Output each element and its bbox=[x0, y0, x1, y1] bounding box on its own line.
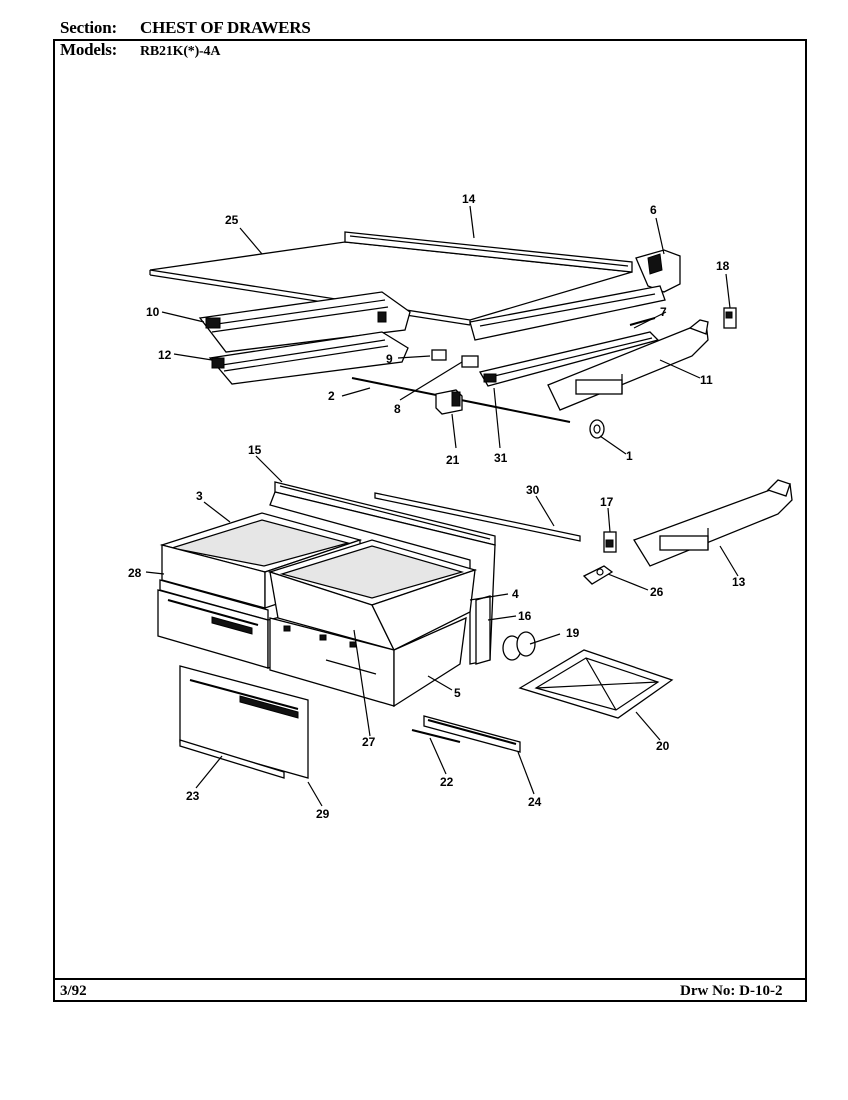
right-lower-slide-rail bbox=[633, 479, 793, 567]
rear-trim-strip bbox=[344, 231, 633, 273]
center-slide-rail bbox=[479, 331, 660, 387]
left-upper-slide-rail bbox=[198, 291, 411, 353]
section-label: Section: bbox=[60, 18, 117, 37]
callout-9: 9 bbox=[386, 352, 393, 366]
callout-1: 1 bbox=[626, 449, 633, 463]
leader-lines bbox=[145, 205, 739, 807]
callout-6: 6 bbox=[650, 203, 657, 217]
support-bracket bbox=[461, 355, 479, 368]
small-strip bbox=[411, 729, 461, 743]
callout-26: 26 bbox=[650, 585, 664, 599]
models-label: Models: bbox=[60, 40, 118, 59]
left-lower-slide-rail bbox=[208, 331, 409, 385]
callout-11: 11 bbox=[700, 373, 713, 387]
callout-31: 31 bbox=[494, 451, 508, 465]
footer-divider bbox=[53, 978, 807, 980]
top-clip bbox=[723, 307, 737, 329]
drawing-number: Drw No: D-10-2 bbox=[680, 983, 783, 999]
callout-29: 29 bbox=[316, 807, 330, 821]
callout-30: 30 bbox=[526, 483, 540, 497]
divider-clips bbox=[502, 631, 536, 661]
callout-18: 18 bbox=[716, 259, 730, 273]
callout-25: 25 bbox=[225, 213, 239, 227]
bottom-tray bbox=[518, 649, 674, 719]
callout-12: 12 bbox=[158, 348, 172, 362]
callout-labels: 25 14 6 18 10 12 9 2 8 7 11 21 31 1 15 3… bbox=[128, 192, 746, 821]
callout-4: 4 bbox=[512, 587, 519, 601]
callout-16: 16 bbox=[518, 609, 532, 623]
side-divider bbox=[475, 595, 491, 665]
callout-20: 20 bbox=[656, 739, 670, 753]
right-upper-slide-rail bbox=[547, 319, 709, 411]
corner-cap bbox=[635, 249, 681, 293]
drawing-frame bbox=[53, 39, 807, 1002]
rail-clip bbox=[431, 349, 447, 361]
callout-13: 13 bbox=[732, 575, 746, 589]
panel-trim-strip bbox=[179, 739, 285, 779]
callout-22: 22 bbox=[440, 775, 454, 789]
slide-track bbox=[423, 715, 521, 753]
drawer-stop bbox=[582, 565, 614, 585]
callout-14: 14 bbox=[462, 192, 476, 206]
callout-2: 2 bbox=[328, 389, 335, 403]
callout-8: 8 bbox=[394, 402, 401, 416]
callout-3: 3 bbox=[196, 489, 203, 503]
callout-10: 10 bbox=[146, 305, 160, 319]
footer-date: 3/92 bbox=[60, 983, 87, 999]
models-value: RB21K(*)-4A bbox=[140, 44, 221, 59]
right-lower-drawer bbox=[269, 616, 467, 708]
callout-21: 21 bbox=[446, 453, 460, 467]
callout-27: 27 bbox=[362, 735, 376, 749]
end-cap bbox=[435, 389, 463, 415]
callout-7: 7 bbox=[660, 305, 667, 319]
small-bracket bbox=[603, 531, 617, 553]
callout-28: 28 bbox=[128, 566, 142, 580]
callout-15: 15 bbox=[248, 443, 262, 457]
callout-19: 19 bbox=[566, 626, 580, 640]
section-title: CHEST OF DRAWERS bbox=[140, 18, 311, 37]
drawer-rod bbox=[374, 492, 581, 542]
callout-5: 5 bbox=[454, 686, 461, 700]
callout-23: 23 bbox=[186, 789, 200, 803]
callout-17: 17 bbox=[600, 495, 614, 509]
center-divider bbox=[269, 491, 496, 665]
bushing bbox=[589, 419, 605, 439]
right-top-rail bbox=[469, 285, 666, 341]
callout-24: 24 bbox=[528, 795, 542, 809]
right-drawer-bin bbox=[267, 539, 478, 652]
